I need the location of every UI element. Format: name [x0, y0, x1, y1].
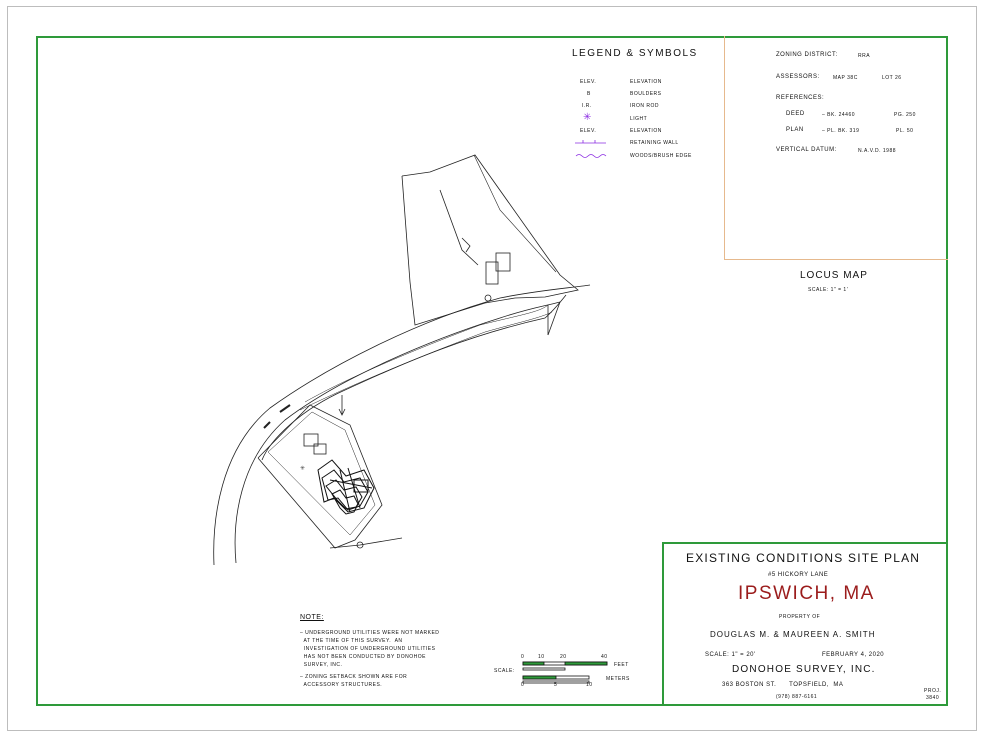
meter-units-label: METERS [606, 676, 630, 682]
title-block [662, 542, 948, 706]
scale-bar-label: SCALE: [494, 668, 515, 674]
note-line: ACCESSORY STRUCTURES. [300, 682, 383, 688]
plan-scale: SCALE: 1" = 20' [705, 652, 756, 658]
legend-label: RETAINING WALL [630, 140, 679, 146]
legend-label: BOULDERS [630, 91, 662, 97]
note-line: SURVEY, INC. [300, 662, 343, 668]
plan-book: – PL. BK. 319 [822, 128, 860, 134]
locus-map-title: LOCUS MAP [800, 270, 868, 281]
feet-tick: 40 [601, 654, 608, 660]
vertical-datum-value: N.A.V.D. 1988 [858, 148, 897, 154]
note-title: NOTE: [300, 614, 324, 621]
light-symbol-icon: ✳ [583, 112, 592, 123]
feet-units-label: FEET [614, 662, 629, 668]
town-name: IPSWICH, MA [738, 583, 875, 604]
drawing-sheet [7, 6, 977, 731]
company-address: 363 BOSTON ST. TOPSFIELD, MA [722, 682, 844, 688]
note-line: INVESTIGATION OF UNDERGROUND UTILITIES [300, 646, 436, 652]
plan-date: FEBRUARY 4, 2020 [822, 652, 885, 658]
legend-symbol: ELEV. [580, 79, 597, 85]
feet-tick: 10 [538, 654, 545, 660]
project-number: 3840 [926, 695, 940, 701]
zoning-info-panel [724, 36, 948, 260]
note-line: AT THE TIME OF THIS SURVEY. AN [300, 638, 403, 644]
zoning-label: ZONING DISTRICT: [776, 52, 838, 58]
legend-symbol: B [587, 91, 591, 97]
company-phone: (978) 887-6161 [776, 694, 818, 700]
plan-title: EXISTING CONDITIONS SITE PLAN [686, 551, 921, 565]
legend-label: ELEVATION [630, 79, 662, 85]
assessors-lot: LOT 26 [882, 75, 902, 81]
meter-tick: 5 [554, 682, 558, 688]
note-line: – ZONING SETBACK SHOWN ARE FOR [300, 674, 408, 680]
references-label: REFERENCES: [776, 95, 825, 101]
project-label: PROJ. [924, 688, 942, 694]
plan-label: PLAN [786, 127, 804, 133]
site-address: #5 HICKORY LANE [768, 572, 829, 578]
note-line: – UNDERGROUND UTILITIES WERE NOT MARKED [300, 630, 440, 636]
property-of-label: PROPERTY OF [779, 614, 821, 620]
feet-tick: 0 [521, 654, 525, 660]
plan-number: PL. 50 [896, 128, 914, 134]
meter-tick: 0 [521, 682, 525, 688]
deed-label: DEED [786, 111, 805, 117]
assessors-map: MAP 38C [833, 75, 858, 81]
note-line: HAS NOT BEEN CONDUCTED BY DONOHOE [300, 654, 426, 660]
company-name: DONOHOE SURVEY, INC. [732, 664, 876, 675]
legend-symbol: I.R. [582, 103, 592, 109]
legend-symbol: ELEV. [580, 128, 597, 134]
owners-name: DOUGLAS M. & MAUREEN A. SMITH [710, 630, 876, 639]
drawing-border [36, 36, 948, 706]
meter-tick: 10 [586, 682, 593, 688]
assessors-label: ASSESSORS: [776, 74, 820, 80]
zoning-value: RRA [858, 53, 871, 59]
locus-map-scale: SCALE: 1" = 1' [808, 287, 849, 293]
svg-text:✳: ✳ [300, 465, 305, 472]
legend-label: LIGHT [630, 116, 648, 122]
legend-title: LEGEND & SYMBOLS [572, 48, 698, 59]
legend-label: IRON ROD [630, 103, 659, 109]
feet-tick: 20 [560, 654, 567, 660]
legend-label: WOODS/BRUSH EDGE [630, 153, 692, 159]
legend-label: ELEVATION [630, 128, 662, 134]
deed-book: – BK. 24460 [822, 112, 856, 118]
deed-page: PG. 250 [894, 112, 916, 118]
vertical-datum-label: VERTICAL DATUM: [776, 147, 837, 153]
